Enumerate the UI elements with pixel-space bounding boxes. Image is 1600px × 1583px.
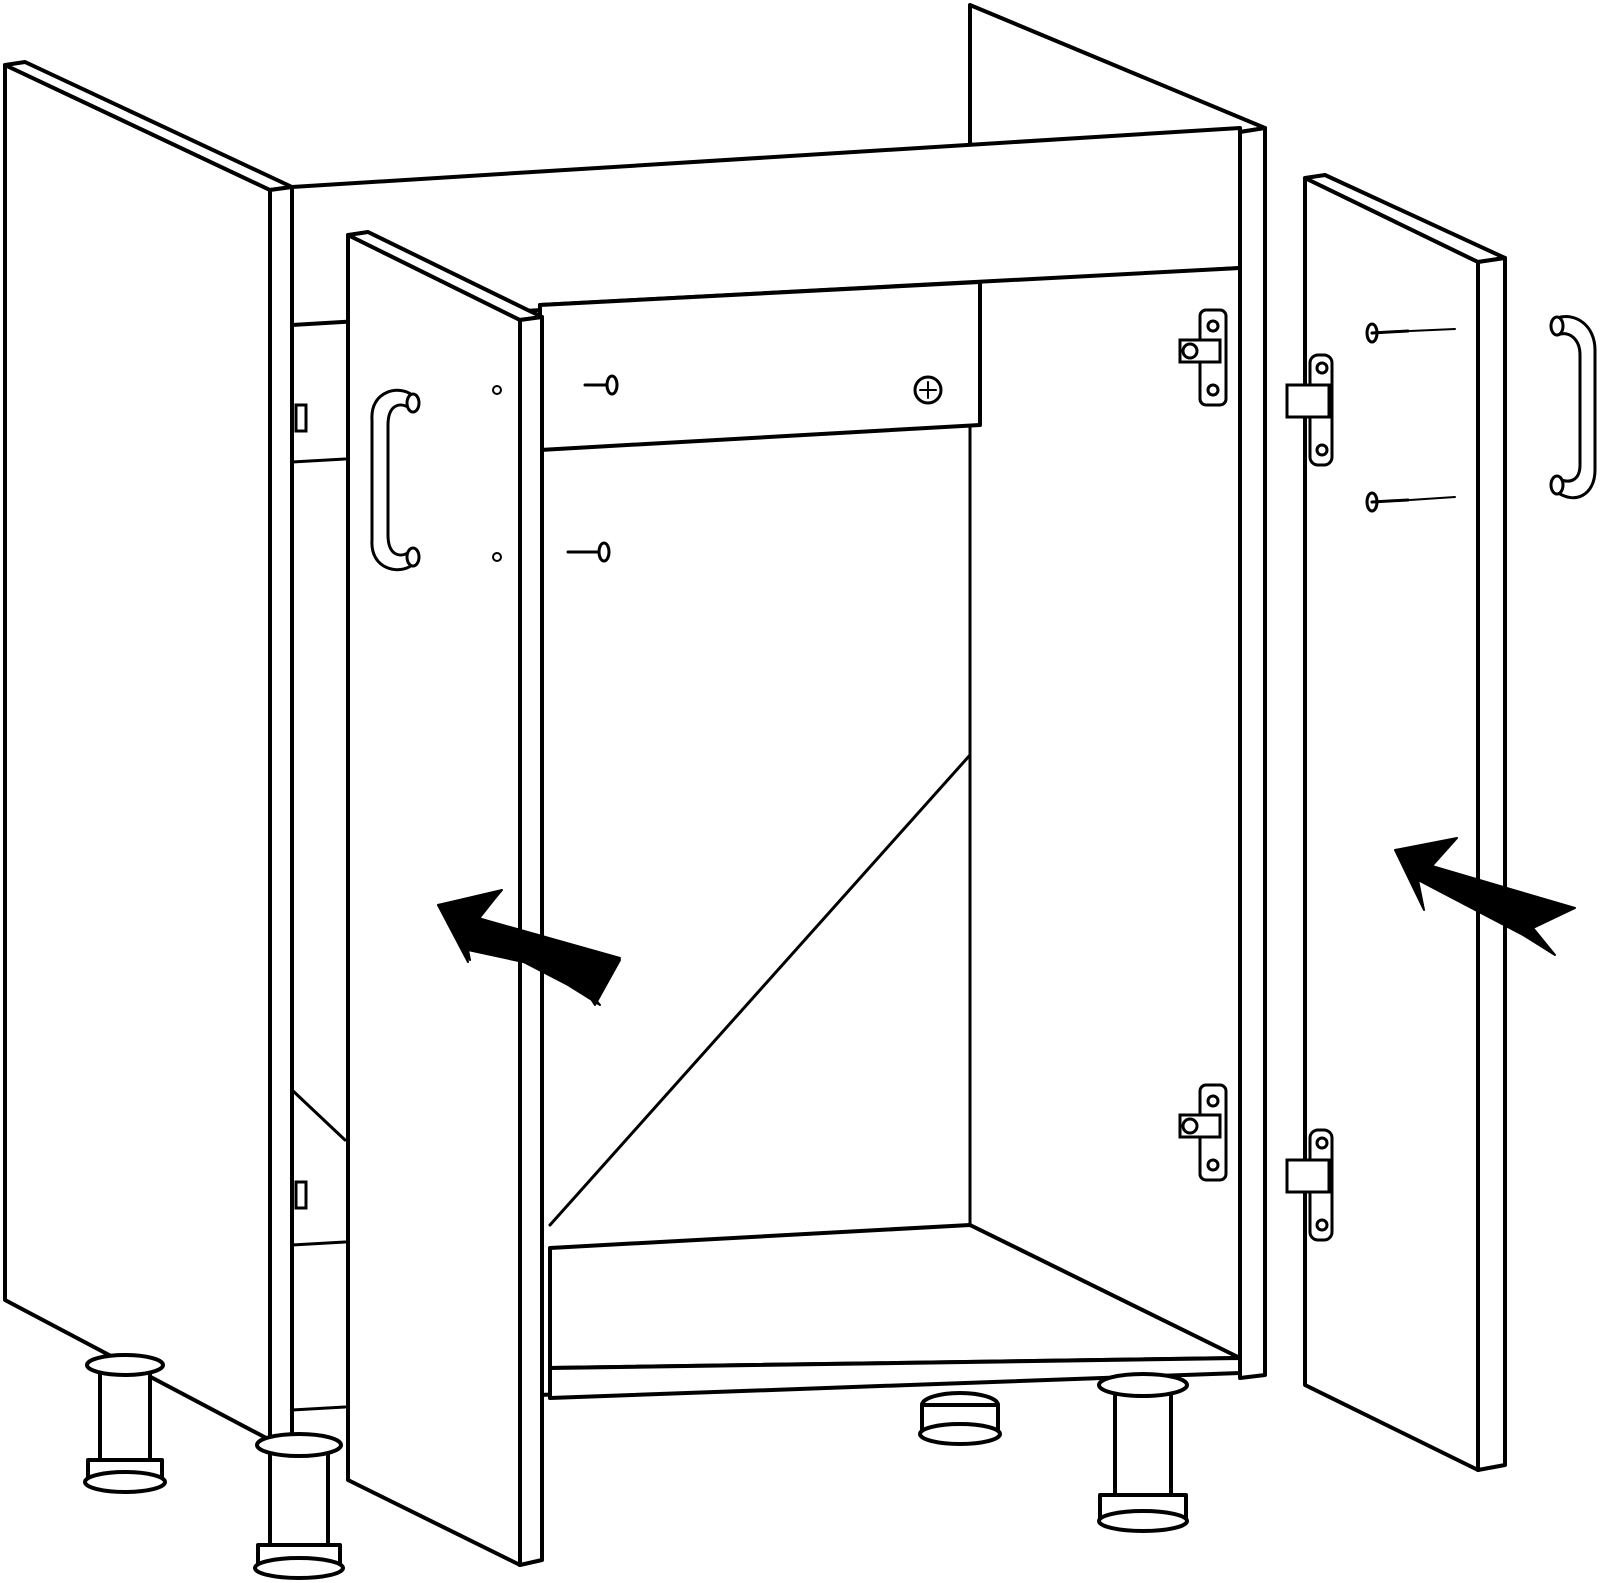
left-door [346,230,544,1567]
adjustable-leg-3 [918,1391,1002,1446]
adjustable-leg-2 [253,1432,345,1580]
handle-screw-4 [1365,491,1456,513]
assembly-arrow-left [437,889,621,1006]
door-hinge-top [1285,353,1334,467]
right-door [1303,173,1507,1472]
cabinet-interior [538,266,1242,1400]
adjustable-leg-1 [83,1353,167,1494]
handle-screw-1 [583,374,619,396]
door-handle-left [370,388,421,572]
door-handle-right [1549,315,1597,500]
adjustable-leg-4 [1097,1372,1189,1533]
back-panel [968,3,1267,147]
handle-screw-3 [1365,322,1456,344]
assembly-arrow-right [1394,837,1576,956]
handle-screw-2 [566,541,611,563]
cabinet-hinge-plate-bottom [1178,1083,1228,1182]
cabinet-hinge-plate-top [1178,308,1228,407]
door-hinge-bottom [1285,1128,1334,1242]
left-side-panel [3,60,347,1442]
rail-screw-icon [913,375,943,405]
right-side-panel [1238,126,1267,1380]
